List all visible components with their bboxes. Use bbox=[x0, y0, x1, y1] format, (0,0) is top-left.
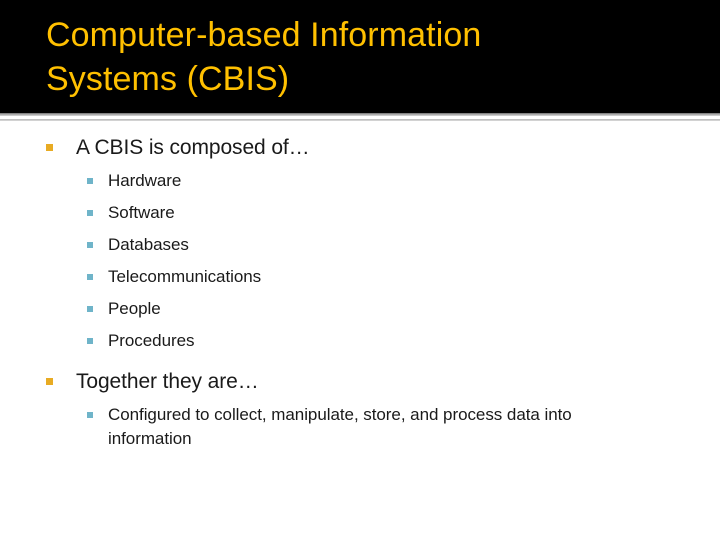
bullet-square-icon bbox=[87, 338, 93, 344]
list-item-level2-label: Configured to collect, manipulate, store… bbox=[108, 405, 572, 448]
list-item-level1: Together they are… bbox=[0, 367, 720, 397]
section-together-they-are: Together they are… Configured to collect… bbox=[0, 367, 720, 451]
bullet-square-icon bbox=[46, 378, 53, 385]
list-item-level2: Databases bbox=[0, 233, 720, 257]
bullet-square-icon bbox=[87, 306, 93, 312]
list-item-level2: Software bbox=[0, 201, 720, 225]
list-item-level2: Procedures bbox=[0, 329, 720, 353]
list-item-level2: Configured to collect, manipulate, store… bbox=[0, 403, 720, 451]
list-item-level1-label: A CBIS is composed of… bbox=[76, 136, 310, 159]
section-composed-of: A CBIS is composed of… Hardware Software… bbox=[0, 133, 720, 353]
list-item-level2-label: Procedures bbox=[108, 331, 195, 350]
title-divider-lower bbox=[0, 119, 720, 121]
list-item-level2-label: Hardware bbox=[108, 171, 182, 190]
list-item-level2-label: Software bbox=[108, 203, 175, 222]
bullet-square-icon bbox=[87, 178, 93, 184]
bullet-square-icon bbox=[87, 242, 93, 248]
title-divider-gap bbox=[0, 116, 720, 119]
list-item-level2-label: Databases bbox=[108, 235, 189, 254]
bullet-square-icon bbox=[87, 412, 93, 418]
title-divider-upper bbox=[0, 113, 720, 116]
list-item-level2-label: People bbox=[108, 299, 161, 318]
list-item-level2: Telecommunications bbox=[0, 265, 720, 289]
page-title: Computer-based Information Systems (CBIS… bbox=[46, 16, 482, 98]
slide-body: A CBIS is composed of… Hardware Software… bbox=[0, 133, 720, 451]
title-band: Computer-based Information Systems (CBIS… bbox=[0, 0, 720, 113]
list-item-level1-label: Together they are… bbox=[76, 370, 259, 393]
list-item-level2: Hardware bbox=[0, 169, 720, 193]
bullet-square-icon bbox=[87, 210, 93, 216]
list-item-level2-label: Telecommunications bbox=[108, 267, 262, 286]
bullet-square-icon bbox=[46, 144, 53, 151]
list-item-level2: People bbox=[0, 297, 720, 321]
list-item-level1: A CBIS is composed of… bbox=[0, 133, 720, 163]
bullet-square-icon bbox=[87, 274, 93, 280]
